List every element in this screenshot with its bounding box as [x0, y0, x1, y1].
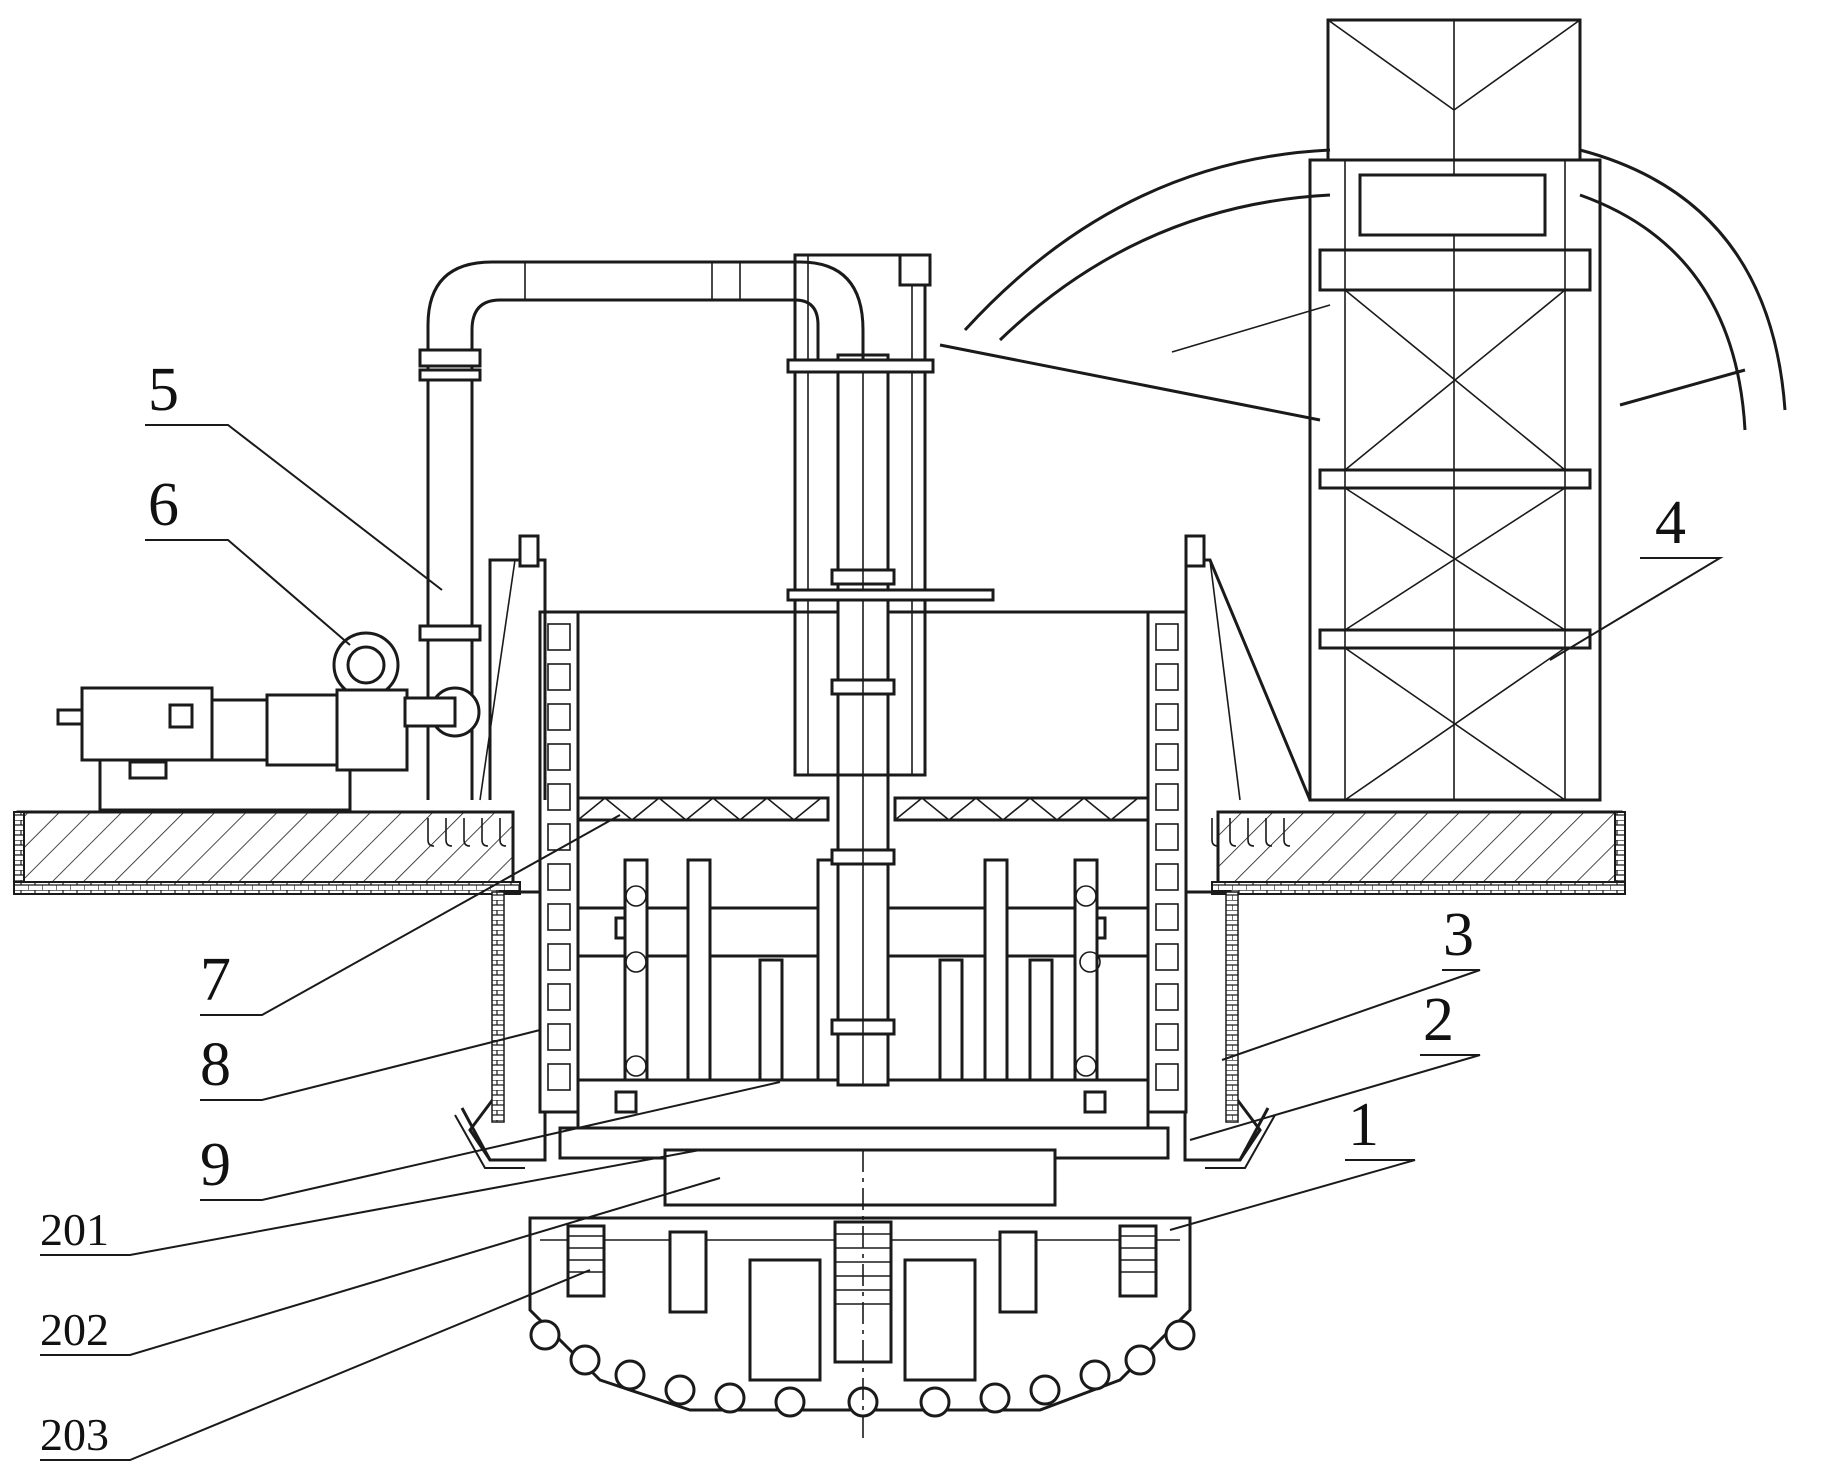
callout-5: 5 — [148, 356, 179, 424]
callout-8: 8 — [200, 1031, 231, 1099]
discharge-pipe — [420, 262, 863, 800]
lining-column-right — [1148, 612, 1186, 1112]
callout-202: 202 — [40, 1304, 109, 1355]
callout-2: 2 — [1423, 986, 1454, 1054]
central-slurry-pipe — [832, 355, 894, 1085]
callout-7: 7 — [200, 946, 231, 1014]
callout-9: 9 — [200, 1131, 231, 1199]
slurry-pump-unit — [58, 633, 479, 810]
callout-1: 1 — [1348, 1091, 1379, 1159]
shaft-wall-right — [1185, 892, 1275, 1168]
side-support-frame-right — [1186, 536, 1310, 800]
cutterhead — [530, 1150, 1194, 1440]
shaft-wall-left — [455, 892, 545, 1168]
side-support-frame-left — [480, 536, 545, 800]
callout-201: 201 — [40, 1204, 109, 1255]
callout-4: 4 — [1655, 489, 1686, 557]
callout-6: 6 — [148, 471, 179, 539]
hoist-tower — [1310, 20, 1600, 800]
callout-203: 203 — [40, 1409, 109, 1460]
callout-3: 3 — [1443, 901, 1474, 969]
